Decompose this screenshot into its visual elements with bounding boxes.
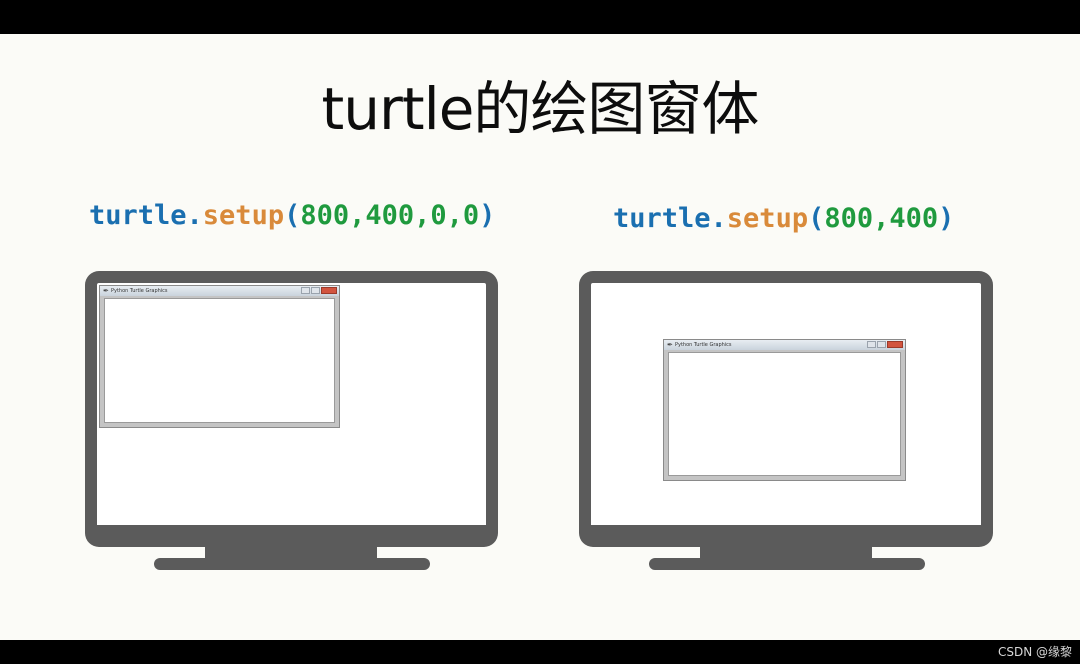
monitor-base: [649, 558, 925, 570]
window-controls: [867, 341, 903, 348]
letterbox-bar: [0, 640, 1080, 664]
csdn-watermark: CSDN @缘黎: [997, 645, 1072, 659]
code-function: setup: [202, 200, 285, 231]
code-paren-close: ): [938, 203, 955, 234]
monitor-neck: [700, 547, 872, 559]
feather-icon: ✒: [103, 287, 109, 295]
maximize-icon: [877, 341, 886, 348]
code-function: setup: [726, 203, 809, 234]
turtle-window-top-left: ✒ Python Turtle Graphics: [99, 285, 340, 428]
code-module: turtle.: [89, 200, 203, 231]
code-setup-right: turtle.setup(800,400): [613, 203, 954, 234]
code-paren-open: (: [808, 203, 825, 234]
window-controls: [301, 287, 337, 294]
monitor-base: [154, 558, 430, 570]
close-icon: [887, 341, 903, 348]
code-module: turtle.: [613, 203, 727, 234]
turtle-window-centered: ✒ Python Turtle Graphics: [663, 339, 906, 481]
monitor-neck: [205, 547, 377, 559]
code-paren-close: ): [479, 200, 496, 231]
maximize-icon: [311, 287, 320, 294]
code-arguments: 800,400: [824, 203, 939, 234]
turtle-window-titlebar: ✒ Python Turtle Graphics: [100, 286, 339, 296]
turtle-canvas: [668, 352, 901, 476]
code-setup-left: turtle.setup(800,400,0,0): [89, 200, 495, 231]
minimize-icon: [867, 341, 876, 348]
slide-title: turtle的绘图窗体: [321, 75, 760, 143]
code-paren-open: (: [284, 200, 301, 231]
turtle-window-title: Python Turtle Graphics: [111, 288, 168, 294]
turtle-window-title: Python Turtle Graphics: [675, 342, 732, 348]
feather-icon: ✒: [667, 341, 673, 349]
code-arguments: 800,400,0,0: [300, 200, 480, 231]
minimize-icon: [301, 287, 310, 294]
close-icon: [321, 287, 337, 294]
turtle-canvas: [104, 298, 335, 423]
turtle-window-titlebar: ✒ Python Turtle Graphics: [664, 340, 905, 350]
